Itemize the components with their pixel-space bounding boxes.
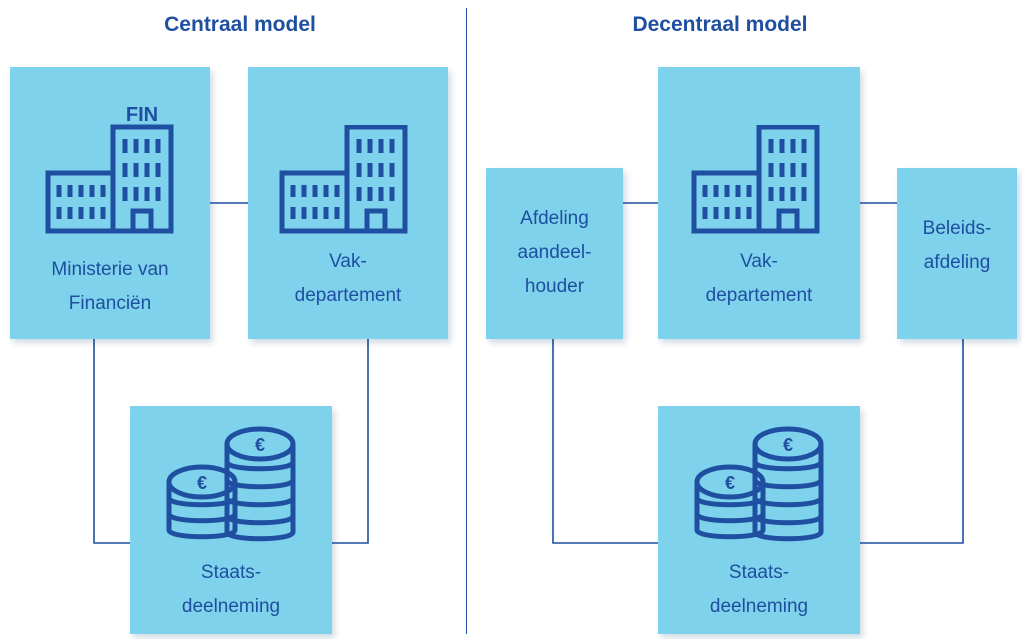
model-divider xyxy=(466,8,467,634)
state-holding-label-central: Staats- deelneming xyxy=(181,562,281,617)
box-shareholder-department: Afdeling aandeel- houder xyxy=(486,168,623,339)
svg-text:€: € xyxy=(255,435,265,455)
svg-text:€: € xyxy=(725,473,735,493)
coins-euro-icon: € € xyxy=(166,426,296,542)
shareholder-label: Afdeling aandeel- houder xyxy=(517,208,592,297)
box-policy-department: Beleids- afdeling xyxy=(897,168,1017,339)
box-ministry-of-finance: FIN Ministerie van Financiën xyxy=(10,67,210,339)
building-icon xyxy=(279,125,408,234)
svg-text:€: € xyxy=(197,473,207,493)
box-department-central: Vak- departement xyxy=(248,67,448,339)
box-department-decentral: Vak- departement xyxy=(658,67,860,339)
connector-shareholder-holding xyxy=(552,339,658,544)
ministry-label: Ministerie van Financiën xyxy=(51,259,169,314)
connector-ministry-holding xyxy=(93,339,130,544)
building-icon: FIN xyxy=(45,104,174,234)
fin-sign: FIN xyxy=(126,104,158,126)
coins-euro-icon: € € xyxy=(694,426,824,542)
box-state-holding-central: € € Staats- deelneming xyxy=(130,406,332,634)
decentral-model-title: Decentraal model xyxy=(632,13,808,36)
central-model-title: Centraal model xyxy=(164,13,316,36)
policy-label: Beleids- afdeling xyxy=(922,218,992,273)
svg-text:€: € xyxy=(783,435,793,455)
department-label-central: Vak- departement xyxy=(294,251,402,306)
connector-department-holding xyxy=(332,339,369,544)
department-label-decentral: Vak- departement xyxy=(705,251,813,306)
state-holding-label-decentral: Staats- deelneming xyxy=(709,562,809,617)
building-icon xyxy=(691,125,820,234)
box-state-holding-decentral: € € Staats- deelneming xyxy=(658,406,860,634)
connector-policy-holding xyxy=(860,339,964,544)
